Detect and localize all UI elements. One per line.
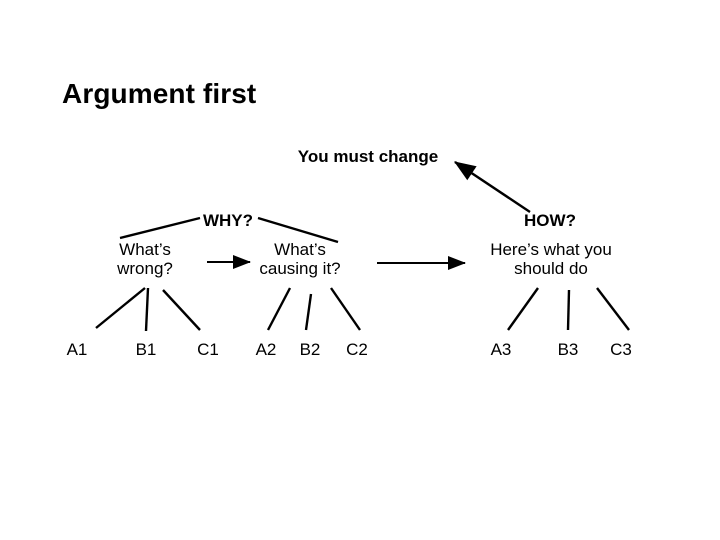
leaf-line-a3 [507, 287, 539, 331]
leaf-line-c1 [162, 289, 201, 331]
conclusion-arrow [454, 161, 531, 213]
leaf-line-c2 [330, 287, 361, 331]
root-statement: You must change [297, 147, 439, 166]
sub-question-heres-what-you-should-do: Here’s what you should do [490, 240, 612, 279]
leaf-line-a2 [266, 287, 292, 331]
leaf-node-c3: C3 [610, 340, 632, 359]
sub-question-whats-causing-it: What’s causing it? [259, 240, 341, 279]
leaf-node-a1: A1 [66, 340, 88, 359]
leaf-node-b1: B1 [135, 340, 157, 359]
leaf-node-b3: B3 [557, 340, 579, 359]
leaf-node-a3: A3 [490, 340, 512, 359]
leaf-node-b2: B2 [299, 340, 321, 359]
page-title: Argument first [62, 78, 257, 109]
leaf-line-c3 [596, 287, 630, 331]
leaf-node-c2: C2 [346, 340, 368, 359]
branch-label-why: WHY? [202, 211, 254, 230]
leaf-line-b3 [566, 289, 571, 331]
branch-label-how: HOW? [524, 211, 576, 230]
leaf-line-b1 [144, 287, 150, 332]
leaf-node-c1: C1 [197, 340, 219, 359]
leaf-line-b2 [304, 293, 313, 331]
leaf-line-a1 [95, 287, 146, 329]
leaf-node-a2: A2 [255, 340, 277, 359]
sub-question-whats-wrong: What’s wrong? [117, 240, 173, 279]
